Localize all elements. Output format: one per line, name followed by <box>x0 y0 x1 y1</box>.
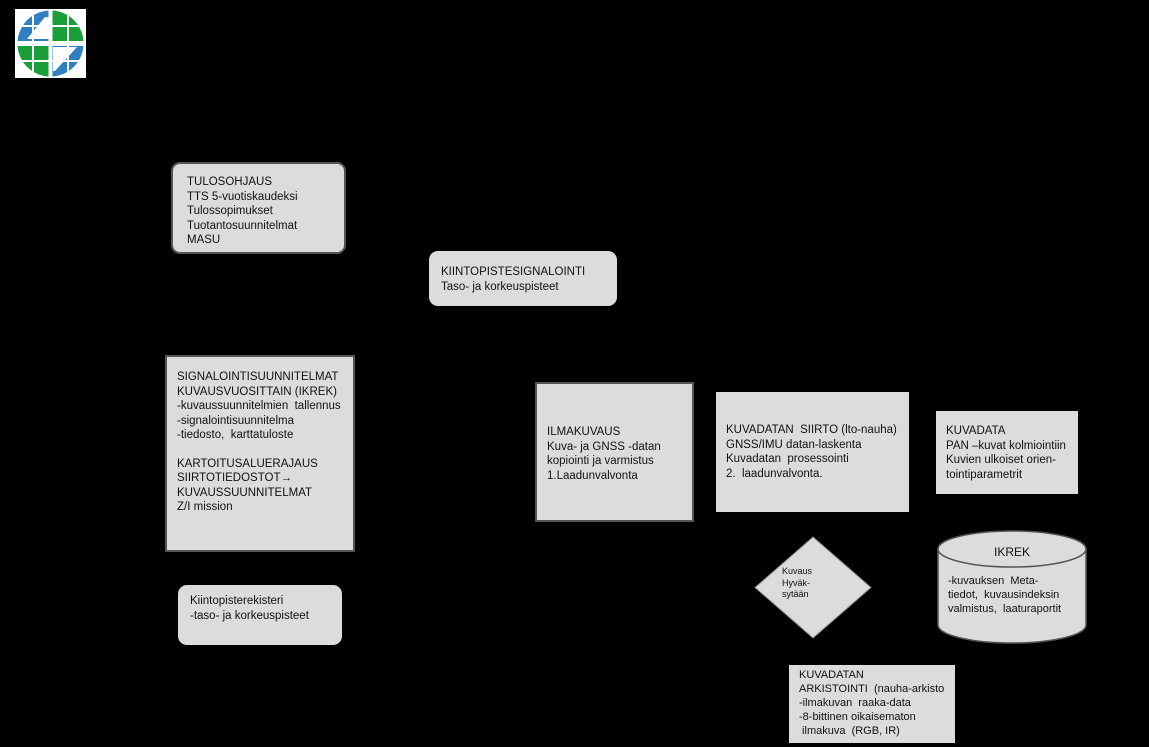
box-line: Tulossopimukset <box>187 205 273 217</box>
box-line: Taso- ja korkeuspisteet <box>441 280 559 293</box>
box-line: Tuotantosuunnitelmat <box>187 219 298 232</box>
spacer <box>177 443 353 457</box>
box-line: KUVADATAN SIIRTO (lto-nauha) <box>726 424 897 436</box>
database-body: -kuvauksen Meta- tiedot, kuvausindeksin … <box>948 574 1083 616</box>
box-line: GNSS/IMU datan-laskenta <box>726 438 862 451</box>
box-kiintopistesignalointi: KIINTOPISTESIGNALOINTI Taso- ja korkeusp… <box>429 251 617 306</box>
box-line: Kuva- ja GNSS -datan <box>547 440 661 453</box>
box-line: -8-bittinen oikaisematon <box>799 711 916 723</box>
box-signalointisuunnitelmat: SIGNALOINTISUUNNITELMAT KUVAUSVUOSITTAIN… <box>165 355 355 552</box>
box-line: PAN –kuvat kolmiointiin <box>946 439 1066 452</box>
box-line: KUVAUSSUUNNITELMAT <box>177 486 313 499</box>
database-line: valmistus, laaturaportit <box>948 603 1062 615</box>
box-line: MASU <box>187 234 221 246</box>
box-line: tointiparametrit <box>946 468 1023 481</box>
decision-diamond <box>754 536 872 639</box>
box-line: KARTOITUSALUERAJAUS <box>177 457 318 470</box>
box-line: -taso- ja korkeuspisteet <box>190 609 309 622</box>
box-line: KIINTOPISTESIGNALOINTI <box>441 266 586 278</box>
box-line: Kuvien ulkoiset orien- <box>946 454 1056 466</box>
box-kiintopisterekisteri: Kiintopisterekisteri -taso- ja korkeuspi… <box>178 585 342 645</box>
box-line: KUVADATA <box>946 425 1006 437</box>
box-line: -tiedosto, karttatuloste <box>177 429 294 441</box>
box-line: SIIRTOTIEDOSTOT→ <box>177 472 293 484</box>
organization-logo <box>15 9 86 78</box>
decision-line: sytään <box>782 589 809 599</box>
box-line: ARKISTOINTI (nauha-arkisto <box>799 683 945 695</box>
box-line: TTS 5-vuotiskaudeksi <box>187 190 298 203</box>
box-line: 1.Laadunvalvonta <box>547 469 638 482</box>
decision-line: Kuvaus <box>782 566 813 576</box>
database-line: tiedot, kuvausindeksin <box>948 589 1060 601</box>
database-title: IKREK <box>993 545 1030 559</box>
box-line: ilmakuva (RGB, IR) <box>799 725 900 737</box>
box-tulosohjaus: TULOSOHJAUS TTS 5-vuotiskaudeksi Tulosso… <box>171 162 346 254</box>
box-line: Kiintopisterekisteri <box>190 595 284 607</box>
box-ilmakuvaus: ILMAKUVAUS Kuva- ja GNSS -datan kopioint… <box>535 382 694 522</box>
box-line: 2. laadunvalvonta. <box>726 467 823 480</box>
box-line: TULOSOHJAUS <box>187 176 272 188</box>
box-line: -kuvaussuunnitelmien tallennus <box>177 400 341 412</box>
box-kuvadatan-arkistointi: KUVADATAN ARKISTOINTI (nauha-arkisto -il… <box>789 665 955 743</box>
box-line: ILMAKUVAUS <box>547 426 621 438</box>
box-line: kopiointi ja varmistus <box>547 455 654 467</box>
box-line: -signalointisuunnitelma <box>177 414 294 427</box>
box-line: Kuvadatan prosessointi <box>726 453 849 465</box>
box-kuvadata: KUVADATA PAN –kuvat kolmiointiin Kuvien … <box>936 411 1078 494</box>
box-line: Z/I mission <box>177 501 233 513</box>
box-line: KUVAUSVUOSITTAIN (IKREK) <box>177 385 337 398</box>
decision-line: Hyväk- <box>782 577 811 588</box>
box-line: -ilmakuvan raaka-data <box>799 697 911 709</box>
decision-text: Kuvaus Hyväk- sytään <box>782 566 842 601</box>
box-kuvadatan-siirto: KUVADATAN SIIRTO (lto-nauha) GNSS/IMU da… <box>716 392 909 512</box>
database-line: -kuvauksen Meta- <box>948 575 1039 587</box>
database-cylinder <box>937 530 1087 644</box>
box-line: SIGNALOINTISUUNNITELMAT <box>177 371 339 383</box>
box-line: KUVADATAN <box>799 669 864 681</box>
